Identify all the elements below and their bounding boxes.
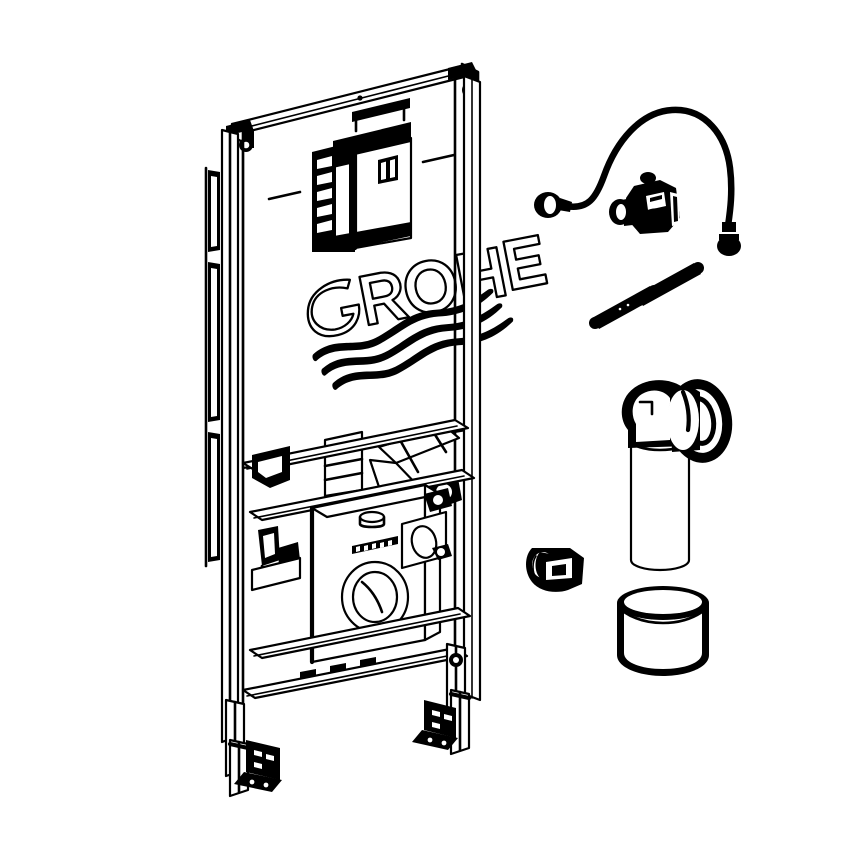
- cross-rail-mid: [248, 468, 476, 522]
- cistern-panel: [241, 70, 479, 470]
- hose-fitting-left: [534, 192, 572, 218]
- angle-valve: [609, 172, 680, 234]
- cross-rail-bottom: [241, 646, 469, 700]
- frame-element: [204, 62, 549, 798]
- foot-plate-right: [412, 700, 458, 750]
- foot-plate-left: [234, 740, 282, 792]
- panel-mark-right: [421, 153, 456, 164]
- left-bracket-cluster: [250, 526, 302, 592]
- cross-rail-lower: [248, 606, 472, 660]
- right-cylinder-fitting: [400, 510, 452, 570]
- threaded-rod-2: [636, 263, 701, 306]
- sleeve-collar: [617, 586, 709, 676]
- flexible-hose: [534, 106, 741, 256]
- pipe-clip: [526, 548, 584, 592]
- mid-mechanism: [241, 418, 476, 700]
- panel-mark-left: [267, 190, 302, 201]
- frame-legs: [224, 642, 472, 798]
- inspection-opening: [312, 98, 413, 252]
- threaded-rods: [589, 262, 704, 329]
- right-upright-rail: [462, 74, 482, 702]
- hose-fitting-right: [717, 222, 741, 256]
- elbow-pipe: [621, 379, 733, 572]
